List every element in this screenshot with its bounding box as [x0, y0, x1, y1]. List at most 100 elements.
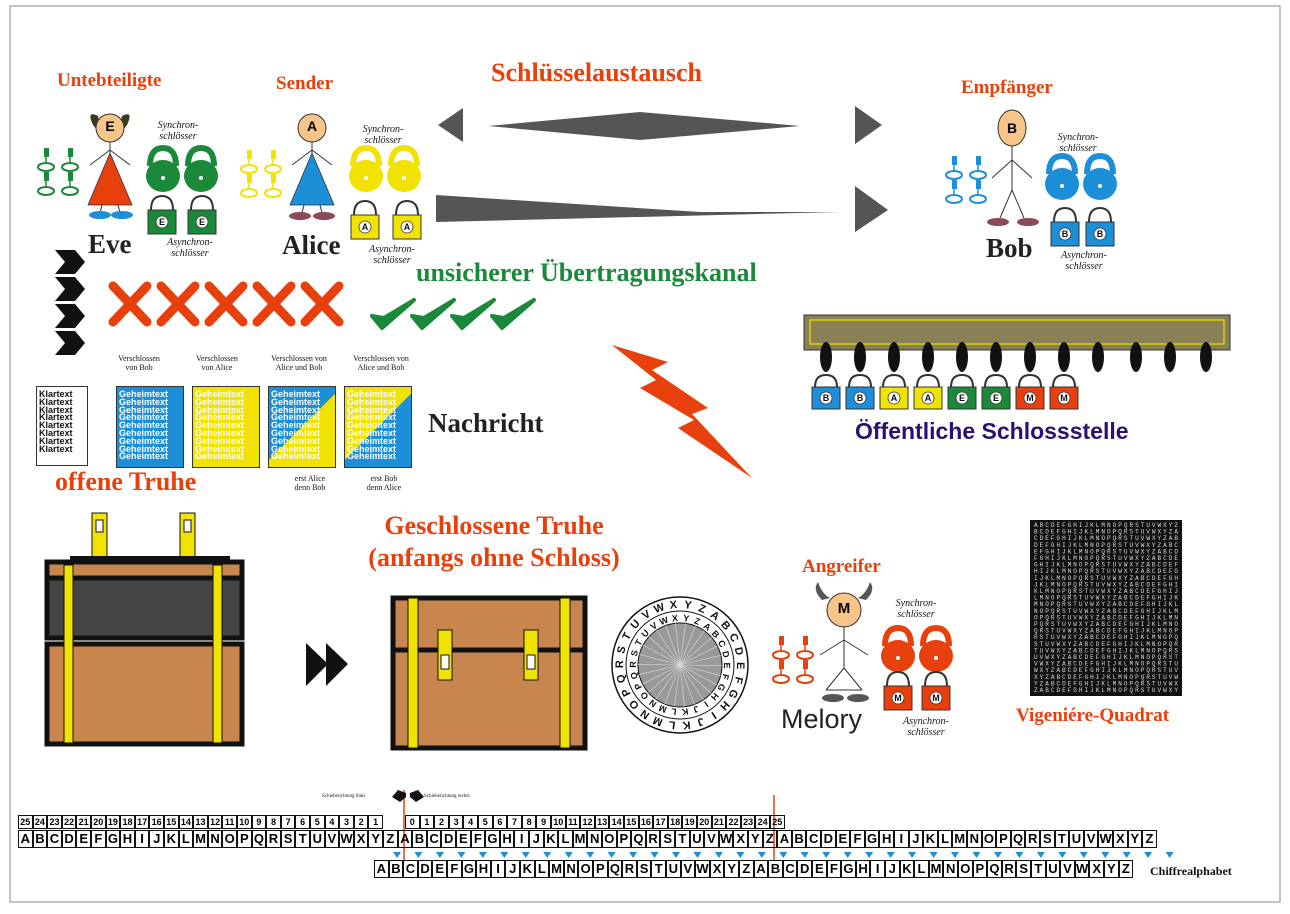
ciphertext-line: Geheimtext [271, 451, 321, 462]
cipher-alphabet-cell: A [374, 860, 389, 878]
plain-alphabet-cell: Y [748, 830, 763, 848]
shift-number-cell: 24 [755, 815, 770, 829]
shift-number-cell: 11 [565, 815, 581, 829]
vigenere-row: QRSTUVWXYZABCDEFGHIJKLMNOP [1034, 628, 1178, 635]
shift-number-cell: 16 [638, 815, 654, 829]
plain-alphabet-cell: C [426, 830, 442, 848]
station-padlock-letter: B [857, 393, 864, 403]
cipher-alphabet-cell: T [651, 860, 666, 878]
plain-alphabet-cell: Z [762, 830, 778, 848]
plaintext-line: Klartext [39, 427, 73, 438]
plain-alphabet-cell: U [1069, 830, 1084, 848]
shift-number-cell: 12 [580, 815, 595, 829]
vigenere-row: OPQRSTUVWXYZABCDEFGHIJKLMN [1034, 614, 1178, 621]
eve-name: Eve [88, 229, 132, 259]
station-padlock-letter: E [993, 393, 999, 403]
cipher-alphabet-cell: U [666, 860, 681, 878]
key-icon [37, 148, 55, 172]
cipher-disk-letter: B [710, 629, 722, 641]
downward-chevrons [55, 250, 85, 355]
station-padlock-letter: A [891, 393, 898, 403]
cipher-disk-letter: X [669, 599, 678, 612]
shift-number-cell: 17 [653, 815, 668, 829]
ciphertext-line: Geheimtext [347, 404, 397, 415]
checkmark-icon [450, 298, 496, 330]
station-hook [820, 342, 832, 372]
station-padlock-letter: M [1026, 393, 1034, 403]
eve-sync-locks-label: Synchron-schlösser [157, 120, 199, 142]
async-padlock-icon: E [147, 194, 177, 235]
open-chest [44, 512, 245, 747]
shift-number-cell: 13 [594, 815, 610, 829]
station-hook [1130, 342, 1142, 372]
plain-alphabet-cell: L [178, 830, 194, 848]
station-padlock-icon: M [1049, 373, 1079, 410]
shift-number-cell: 17 [134, 815, 150, 829]
sender-label: Sender [276, 73, 333, 94]
locked-by-alice-bob-label: Verschlossen von Alice und Bob [271, 354, 327, 372]
vigenere-row: YZABCDEFGHIJKLMNOPQRSTUVWX [1034, 680, 1178, 687]
shift-number-cell: 10 [237, 815, 252, 829]
melory-keys [772, 636, 814, 684]
melory-figure [815, 582, 873, 702]
plain-alphabet-cell: H [499, 830, 515, 848]
shift-triangle [865, 852, 874, 858]
station-padlock-letter: E [959, 393, 965, 403]
cipher-alphabet-cell: K [520, 860, 535, 878]
station-hook [888, 342, 900, 372]
shift-number-cell: 19 [682, 815, 697, 829]
cipher-alphabet-cell: F [826, 860, 842, 878]
ciphertext-line: Geheimtext [195, 412, 245, 423]
shift-number-cell: 25 [18, 815, 33, 829]
cipher-alphabet-cell: D [417, 860, 433, 878]
key-exchange-label: Schlüsselaustausch [491, 58, 702, 87]
shift-number-cell: 10 [551, 815, 566, 829]
shift-number-cell: 21 [711, 815, 727, 829]
ciphertext-line: Geheimtext [271, 396, 321, 407]
attack-lightning-bolt [612, 345, 752, 478]
plain-alphabet-cell: V [324, 830, 340, 848]
cipher-alphabet-cell: R [622, 860, 637, 878]
shift-triangle [564, 852, 573, 858]
alice-async-locks-label: Asynchron-schlösser [369, 244, 415, 266]
key-icon [240, 174, 258, 198]
shift-triangle [1165, 852, 1174, 858]
plain-alphabet-cell: E [456, 830, 471, 848]
plain-alphabet-cell: S [1040, 830, 1055, 848]
shift-triangle [393, 852, 401, 858]
cipher-disk-letter: J [696, 715, 706, 728]
key-icon [796, 660, 814, 684]
cipher-disk-letter: K [682, 718, 691, 731]
melory-name: Melory [781, 704, 863, 734]
closed-chest-label: Geschlossene Truhe (anfangs ohne Schloss… [344, 510, 644, 574]
shift-triangle [1079, 852, 1088, 858]
cipher-disk-letter: E [734, 662, 746, 669]
shift-triangle [693, 852, 702, 858]
vigenere-row: XYZABCDEFGHIJKLMNOPQRSTUVW [1034, 674, 1178, 681]
ciphertext-line: Geheimtext [195, 420, 245, 431]
sync-padlock-icon [146, 144, 180, 192]
melory-sync-locks-label: Synchron-schlösser [895, 598, 937, 620]
cipher-disk-letter: I [709, 709, 718, 721]
station-hook [1200, 342, 1212, 372]
ciphertext-line: Geheimtext [119, 412, 169, 423]
vigenere-row: LMNOPQRSTUVWXYZABCDEFGHIJK [1034, 595, 1178, 602]
cipher-alphabet-cell: N [943, 860, 958, 878]
shift-number-cell: 2 [434, 815, 449, 829]
plaintext-line: Klartext [39, 404, 73, 415]
shift-triangle [1036, 852, 1045, 858]
plain-alphabet-cell: G [864, 830, 880, 848]
ciphertext-line: Geheimtext [347, 412, 397, 423]
shift-number-cell: 20 [697, 815, 712, 829]
ciphertext-line: Geheimtext [347, 420, 397, 431]
cipher-alphabet-cell: H [476, 860, 491, 878]
shift-triangle [1144, 852, 1153, 858]
shift-triangle [457, 852, 466, 858]
cipher-disk-letter: P [632, 681, 644, 691]
cipher-disk-letter: Y [684, 599, 694, 612]
plain-alphabet-cell: X [1113, 830, 1128, 848]
plain-alphabet-cell: F [470, 830, 486, 848]
